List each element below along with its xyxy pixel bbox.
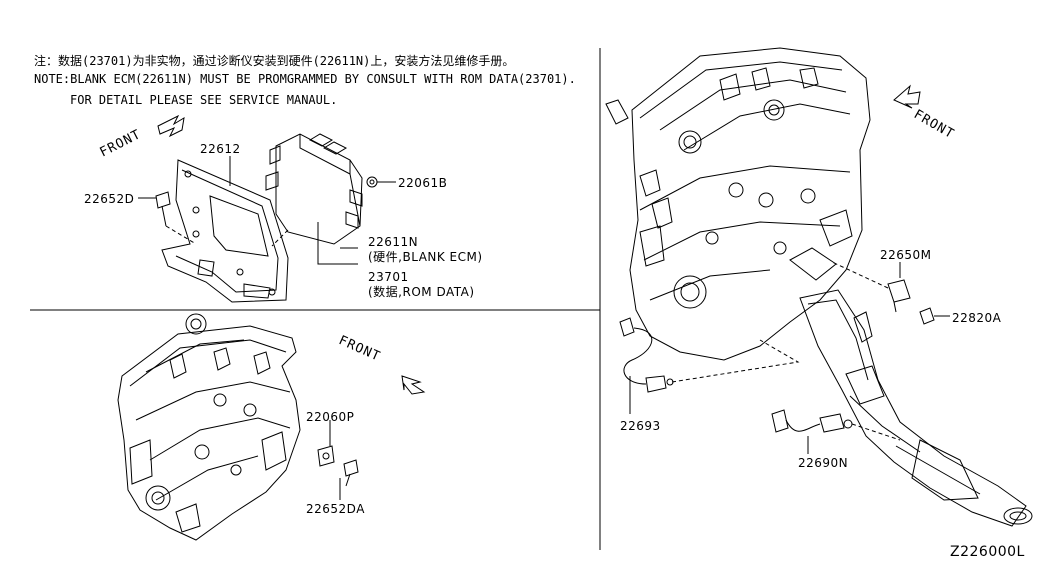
exhaust-catalyst [799,289,1033,527]
part-22652DA[interactable]: 22652DA [306,502,365,516]
part-22650M[interactable]: 22650M [880,248,932,262]
note-english-line2: FOR DETAIL PLEASE SEE SERVICE MANAUL. [70,93,338,107]
knock-sensor-22060P [317,445,335,467]
bracket-22650M [831,261,911,313]
front-arrow-right [893,84,921,109]
front-arrow-topleft [157,114,185,138]
o2-sensor-22690N [771,409,901,441]
bolt-22652D [155,191,197,245]
engine-right [605,47,871,361]
part-22820A[interactable]: 22820A [952,311,1002,325]
part-23701-desc: (数据,ROM DATA) [368,285,475,299]
ecm-bracket [161,159,289,303]
part-22612[interactable]: 22612 [200,142,241,156]
part-22060P[interactable]: 22060P [306,410,355,424]
part-23701[interactable]: 23701 [368,270,409,284]
bolt-22652DA [343,459,359,487]
bolt-22820A [919,307,950,325]
part-22690N[interactable]: 22690N [798,456,849,470]
part-22652D[interactable]: 22652D [84,192,135,206]
part-22611N[interactable]: 22611N [368,235,419,249]
note-english-line1: NOTE:BLANK ECM(22611N) MUST BE PROMGRAMM… [34,72,576,86]
engine-bottomleft [117,313,301,541]
part-22693[interactable]: 22693 [620,419,661,433]
nut-22061B [366,176,396,188]
diagram-code: Z226000L [950,544,1025,560]
part-22061B[interactable]: 22061B [398,176,448,190]
ecm-unit [265,133,363,245]
part-22611N-desc: (硬件,BLANK ECM) [368,250,483,264]
front-arrow-bottomleft [401,375,426,395]
note-chinese: 注：数据(23701)为非实物，通过诊断仪安装到硬件(22611N)上，安装方法… [34,54,515,68]
